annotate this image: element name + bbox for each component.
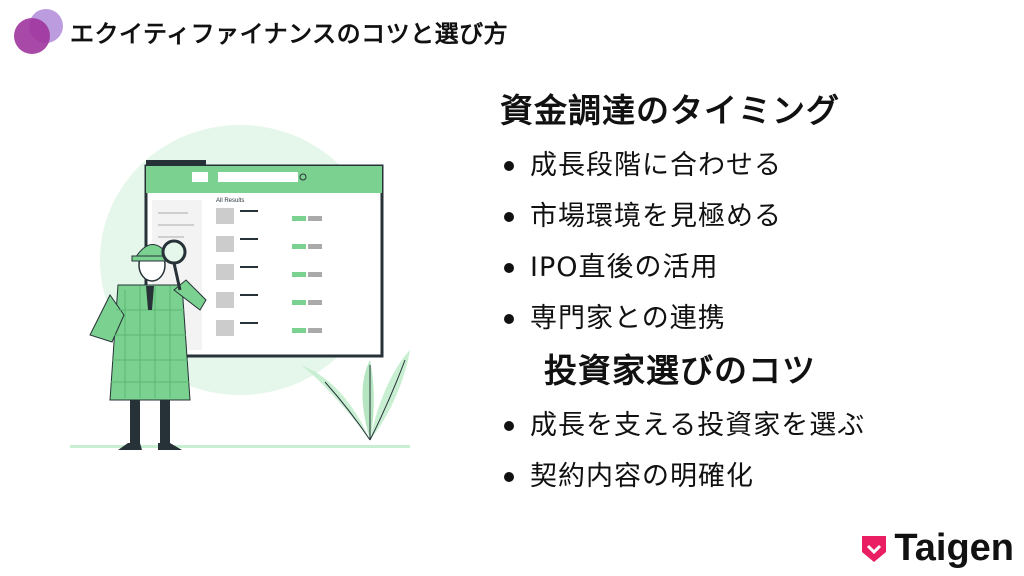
brand-logo: Taigen bbox=[860, 527, 1014, 570]
list-item: IPO直後の活用 bbox=[500, 242, 782, 293]
timing-list: 成長段階に合わせる 市場環境を見極める IPO直後の活用 専門家との連携 bbox=[500, 140, 782, 344]
header-logo-circles bbox=[14, 9, 63, 54]
detective-figure bbox=[89, 239, 207, 450]
list-item: 契約内容の明確化 bbox=[500, 451, 865, 502]
brand-name: Taigen bbox=[894, 527, 1014, 569]
investor-list: 成長を支える投資家を選ぶ 契約内容の明確化 bbox=[500, 400, 865, 502]
results-label: All Results bbox=[216, 198, 244, 204]
list-item: 市場環境を見極める bbox=[500, 191, 782, 242]
plant-icon bbox=[300, 350, 410, 441]
bullet-icon bbox=[504, 263, 514, 273]
page-title: エクイティファイナンスのコツと選び方 bbox=[70, 20, 509, 48]
bullet-icon bbox=[504, 212, 514, 222]
section-heading-timing: 資金調達のタイミング bbox=[500, 91, 840, 130]
list-item: 成長段階に合わせる bbox=[500, 140, 782, 191]
bullet-icon bbox=[504, 161, 514, 171]
bullet-icon bbox=[504, 421, 514, 431]
list-item: 成長を支える投資家を選ぶ bbox=[500, 400, 865, 451]
taigen-shield-icon bbox=[862, 535, 887, 562]
section-heading-investor: 投資家選びのコツ bbox=[544, 351, 816, 390]
list-item: 専門家との連携 bbox=[500, 293, 782, 344]
browser-window: All Results bbox=[144, 160, 384, 358]
detective-illustration: All Results bbox=[70, 125, 410, 450]
bullet-icon bbox=[504, 314, 514, 324]
bullet-icon bbox=[504, 472, 514, 482]
